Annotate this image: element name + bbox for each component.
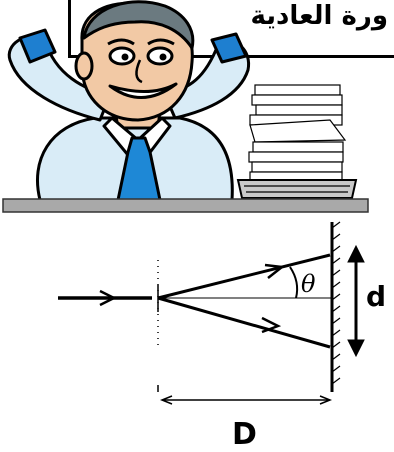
d-arrow-down xyxy=(347,339,365,358)
theta-arc xyxy=(289,266,299,299)
cartoon-man-icon xyxy=(7,0,251,202)
d-label: d xyxy=(366,280,386,313)
D-arrow-right xyxy=(319,395,333,405)
screen-hatching xyxy=(331,221,341,385)
d-arrow-up xyxy=(347,244,365,263)
theta-label: θ xyxy=(301,270,316,298)
double-slit-diagram xyxy=(58,221,365,405)
desk xyxy=(2,198,369,213)
slide-title: ورة العادية xyxy=(250,1,388,31)
incident-arrow xyxy=(99,289,117,307)
D-arrow-left xyxy=(159,395,173,405)
D-label: D xyxy=(232,417,257,452)
lower-ray xyxy=(157,296,331,349)
lower-ray-arrow xyxy=(261,316,282,334)
upper-ray xyxy=(157,253,331,300)
upper-ray-arrow xyxy=(264,263,286,279)
paper-stack-icon xyxy=(236,84,358,199)
